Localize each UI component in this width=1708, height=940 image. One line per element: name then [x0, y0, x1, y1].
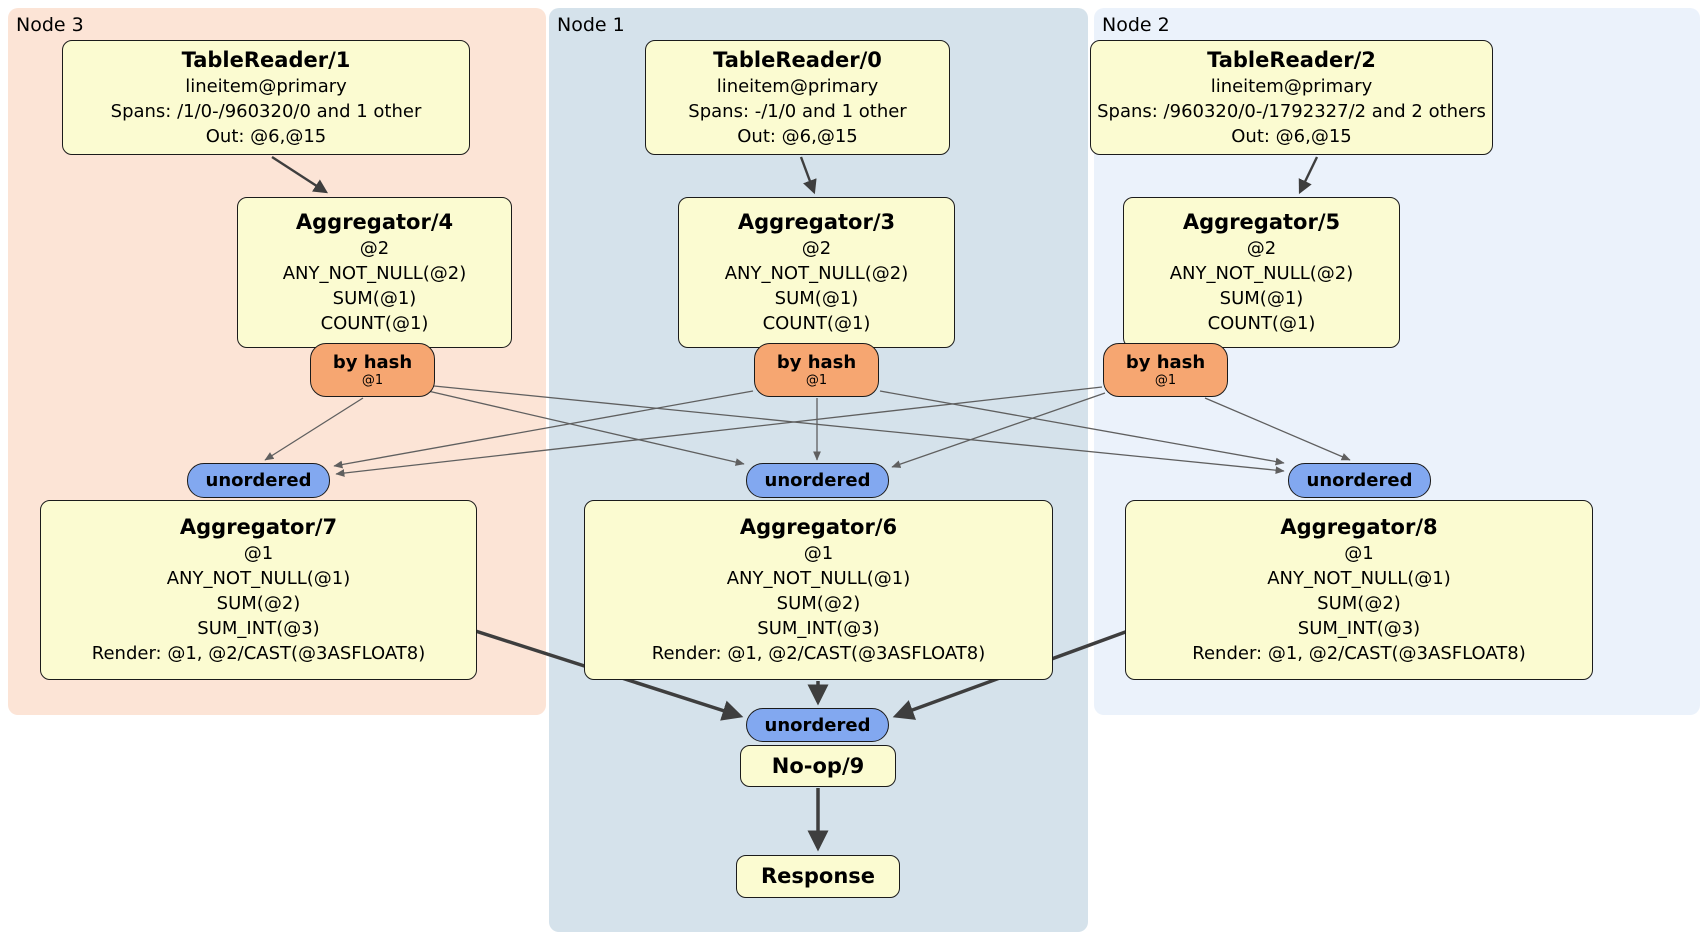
processor-title: Aggregator/4 — [295, 210, 454, 234]
processor-noop-9: No-op/9 — [740, 745, 896, 787]
router-columns: @1 — [805, 373, 828, 388]
router-by-hash-node1: by hash @1 — [754, 343, 879, 397]
processor-title: Response — [760, 864, 876, 888]
processor-detail: SUM_INT(@3) — [1297, 618, 1421, 639]
processor-detail: Spans: /960320/0-/1792327/2 and 2 others — [1097, 100, 1486, 122]
processor-aggregator-4: Aggregator/4 @2 ANY_NOT_NULL(@2) SUM(@1)… — [237, 197, 512, 348]
processor-detail: SUM_INT(@3) — [197, 618, 320, 639]
processor-detail: ANY_NOT_NULL(@2) — [282, 263, 467, 284]
processor-tablereader-2: TableReader/2 lineitem@primary Spans: /9… — [1090, 40, 1493, 155]
sync-unordered-final: unordered — [746, 708, 889, 742]
hash-router-mesh-edges — [264, 385, 1351, 477]
processor-aggregator-6: Aggregator/6 @1 ANY_NOT_NULL(@1) SUM(@2)… — [584, 500, 1053, 680]
processor-detail: SUM_INT(@3) — [757, 618, 880, 639]
processor-detail: SUM(@2) — [776, 593, 861, 614]
processor-detail: @2 — [1246, 238, 1277, 259]
router-by-hash-node2: by hash @1 — [1103, 343, 1228, 397]
processor-title: No-op/9 — [771, 753, 865, 778]
router-by-hash-node3: by hash @1 — [310, 343, 435, 397]
processor-detail: lineitem@primary — [716, 75, 879, 97]
processor-title: Aggregator/6 — [739, 515, 898, 539]
region-label-node3: Node 3 — [16, 14, 84, 36]
processor-title: Aggregator/7 — [179, 515, 338, 539]
sync-label: unordered — [764, 714, 871, 736]
processor-title: Aggregator/8 — [1280, 515, 1438, 539]
processor-detail: Out: @6,@15 — [1231, 125, 1352, 147]
processor-detail: ANY_NOT_NULL(@2) — [1169, 263, 1354, 284]
processor-detail: ANY_NOT_NULL(@1) — [166, 568, 351, 589]
processor-detail: lineitem@primary — [1210, 75, 1373, 97]
processor-detail: @1 — [803, 543, 834, 564]
processor-detail: SUM(@2) — [216, 593, 301, 614]
processor-aggregator-3: Aggregator/3 @2 ANY_NOT_NULL(@2) SUM(@1)… — [678, 197, 955, 348]
region-label-node1: Node 1 — [557, 14, 625, 36]
router-label: by hash — [1125, 352, 1206, 373]
sync-label: unordered — [205, 470, 312, 491]
response-node: Response — [736, 855, 900, 898]
sync-label: unordered — [1306, 470, 1413, 491]
processor-detail: SUM(@1) — [774, 288, 859, 309]
sync-unordered-node1: unordered — [746, 463, 889, 498]
processor-detail: SUM(@1) — [1219, 288, 1304, 309]
sync-unordered-node3: unordered — [187, 463, 330, 498]
processor-detail: Render: @1, @2/CAST(@3ASFLOAT8) — [91, 643, 426, 664]
processor-detail: SUM(@1) — [332, 288, 417, 309]
processor-aggregator-5: Aggregator/5 @2 ANY_NOT_NULL(@2) SUM(@1)… — [1123, 197, 1400, 348]
router-columns: @1 — [361, 373, 384, 388]
processor-detail: ANY_NOT_NULL(@2) — [724, 263, 909, 284]
processor-title: TableReader/0 — [713, 47, 882, 72]
processor-detail: Spans: -/1/0 and 1 other — [688, 100, 907, 122]
router-columns: @1 — [1154, 373, 1177, 388]
processor-detail: @1 — [243, 543, 274, 564]
processor-detail: Render: @1, @2/CAST(@3ASFLOAT8) — [1192, 643, 1526, 664]
region-label-node2: Node 2 — [1102, 14, 1170, 36]
processor-aggregator-8: Aggregator/8 @1 ANY_NOT_NULL(@1) SUM(@2)… — [1125, 500, 1593, 680]
processor-detail: ANY_NOT_NULL(@1) — [726, 568, 911, 589]
processor-tablereader-0: TableReader/0 lineitem@primary Spans: -/… — [645, 40, 950, 155]
processor-title: Aggregator/3 — [737, 210, 896, 234]
processor-detail: @1 — [1344, 543, 1374, 564]
router-label: by hash — [776, 352, 857, 373]
processor-detail: COUNT(@1) — [1207, 313, 1316, 334]
sync-label: unordered — [764, 470, 871, 491]
processor-detail: Render: @1, @2/CAST(@3ASFLOAT8) — [651, 643, 986, 664]
tablereader-to-aggregator-edges — [271, 155, 1319, 195]
processor-detail: @2 — [801, 238, 832, 259]
processor-title: TableReader/2 — [1207, 47, 1376, 72]
processor-detail: COUNT(@1) — [762, 313, 871, 334]
processor-detail: lineitem@primary — [185, 75, 347, 97]
processor-detail: @2 — [359, 238, 390, 259]
sync-unordered-node2: unordered — [1288, 463, 1431, 498]
processor-detail: Out: @6,@15 — [205, 125, 327, 147]
processor-detail: SUM(@2) — [1317, 593, 1401, 614]
processor-detail: COUNT(@1) — [320, 313, 429, 334]
processor-detail: Spans: /1/0-/960320/0 and 1 other — [110, 100, 422, 122]
processor-detail: ANY_NOT_NULL(@1) — [1267, 568, 1451, 589]
processor-title: TableReader/1 — [181, 47, 351, 72]
processor-tablereader-1: TableReader/1 lineitem@primary Spans: /1… — [62, 40, 470, 155]
router-label: by hash — [332, 352, 413, 373]
processor-detail: Out: @6,@15 — [737, 125, 858, 147]
processor-aggregator-7: Aggregator/7 @1 ANY_NOT_NULL(@1) SUM(@2)… — [40, 500, 477, 680]
processor-title: Aggregator/5 — [1182, 210, 1341, 234]
